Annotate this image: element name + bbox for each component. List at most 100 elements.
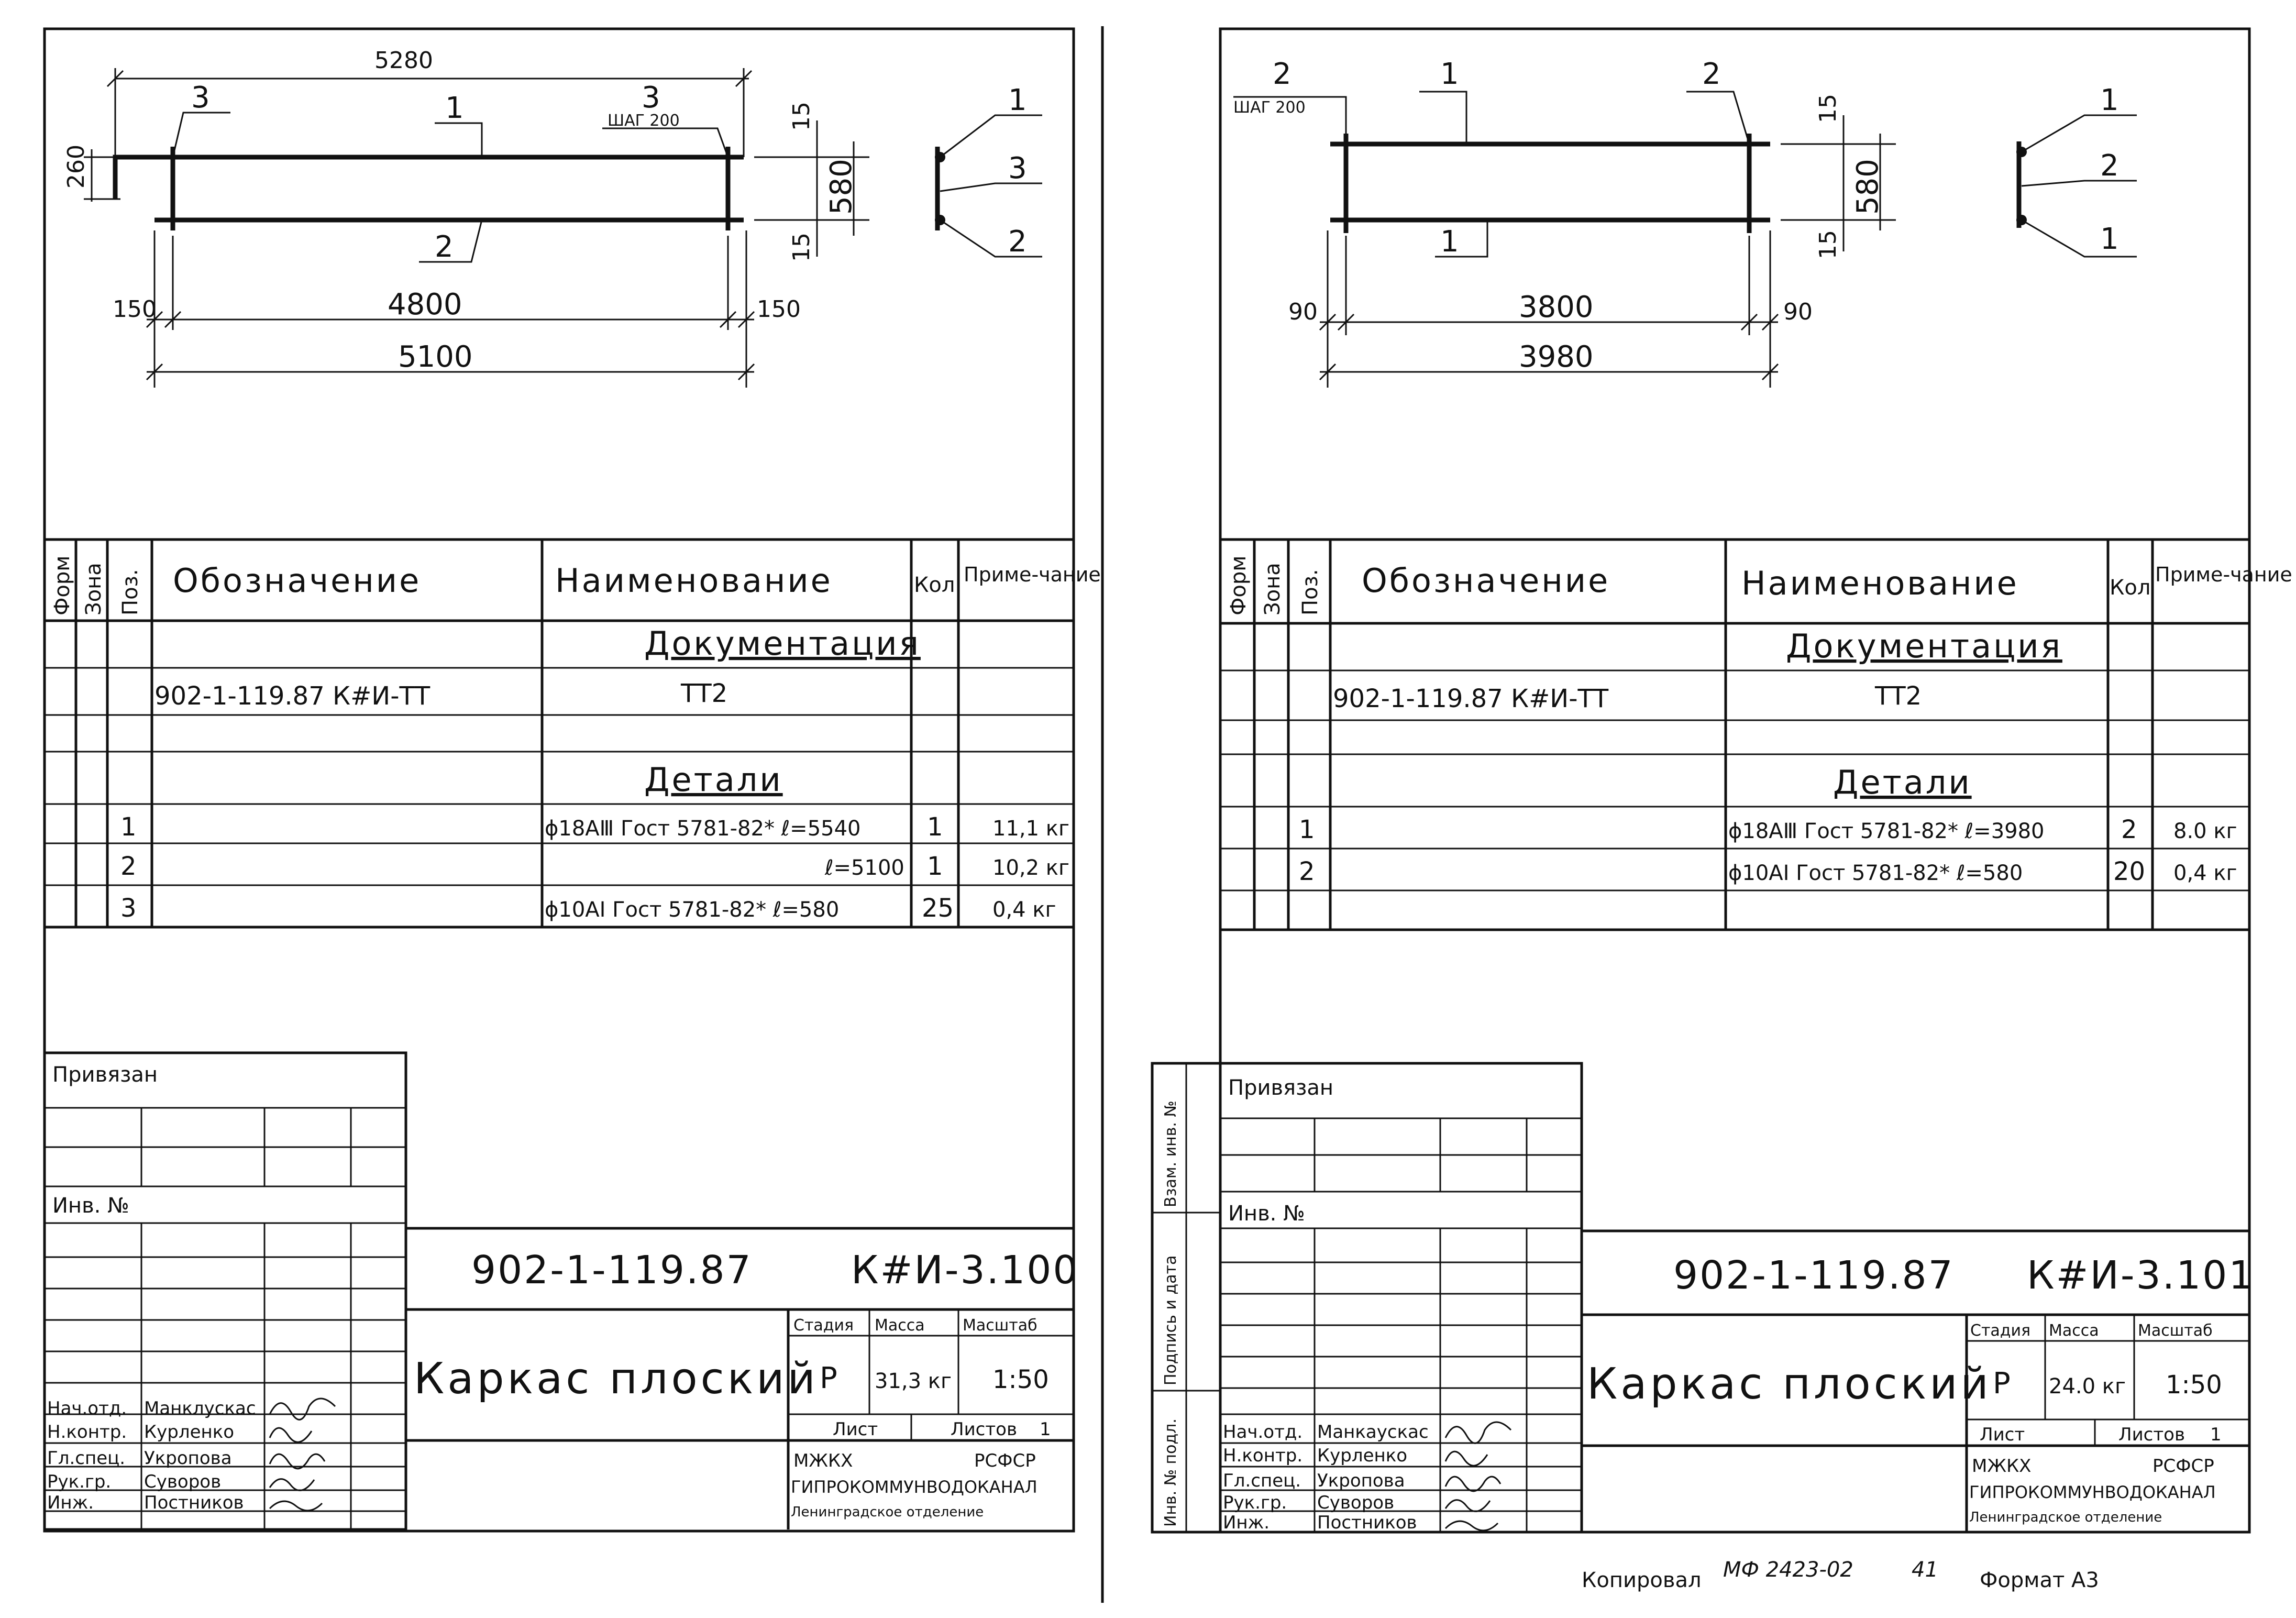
dim-right-top-gap: 15 bbox=[1815, 94, 1841, 123]
right-privyazan: Привязан bbox=[1228, 1076, 1333, 1100]
left-doc-code: 902-1-119.87 bbox=[471, 1248, 753, 1293]
side-stamp-vzam-inv: Взам. инв. № bbox=[1162, 1100, 1180, 1207]
right-side-stamp: Инв. № подл. Подпись и дата Взам. инв. № bbox=[1151, 1062, 1222, 1534]
th-left-designation: Обозначение bbox=[173, 562, 421, 600]
dim-left-end-left: 150 bbox=[113, 296, 157, 323]
right-stage-label: Стадия bbox=[1970, 1322, 2030, 1340]
right-org-3: ГИПРОКОММУНВОДОКАНАЛ bbox=[1969, 1482, 2216, 1502]
left-bar-top bbox=[113, 155, 744, 199]
dim-left-top-total: 5280 bbox=[374, 47, 433, 74]
left-signature-5 bbox=[269, 1500, 323, 1512]
row-left-2-note: 10,2 кг bbox=[992, 856, 1069, 880]
right-person-5-name: Постников bbox=[1317, 1512, 1417, 1533]
section-left-bot: 2 bbox=[1008, 225, 1027, 259]
left-section-view: 1 3 2 bbox=[935, 83, 1042, 259]
right-mass-label: Масса bbox=[2049, 1322, 2099, 1340]
row-left-3-pos: 3 bbox=[120, 894, 137, 923]
dim-right-end-left: 90 bbox=[1288, 299, 1318, 325]
left-signature-3 bbox=[269, 1453, 326, 1470]
right-scale-label: Масштаб bbox=[2138, 1322, 2213, 1340]
dim-left-end-right: 150 bbox=[757, 296, 801, 323]
row-right-1-pos: 1 bbox=[1299, 815, 1315, 844]
section-left-mid: 3 bbox=[1008, 151, 1027, 185]
callout-right-c: 2 bbox=[1702, 57, 1721, 91]
right-doc-mark: К#И-3.101 bbox=[2027, 1253, 2255, 1298]
left-title-block: Привязан Инв. № Нач.отд. Манклускас Н.ко… bbox=[43, 1051, 1077, 1531]
right-spec-table: Форм Зона Поз. Обозначение Наименование … bbox=[1220, 538, 2292, 931]
dim-right-inner: 3800 bbox=[1519, 290, 1594, 324]
callout-left-d: 2 bbox=[435, 230, 454, 264]
left-person-2-role: Н.контр. bbox=[47, 1422, 127, 1443]
row-right-2-note: 0,4 кг bbox=[2173, 861, 2237, 885]
left-org-3: ГИПРОКОММУНВОДОКАНАЛ bbox=[791, 1477, 1037, 1497]
row-right-1-note: 8.0 кг bbox=[2173, 819, 2237, 843]
dim-left-height: 260 bbox=[63, 145, 90, 189]
th-right-name: Наименование bbox=[1741, 564, 2019, 602]
th-left-form: Форм bbox=[50, 556, 74, 615]
right-stage: Р bbox=[1993, 1367, 2011, 1401]
dim-right-mid-height: 580 bbox=[1851, 159, 1885, 215]
right-sheets-count: 1 bbox=[2210, 1424, 2222, 1445]
left-stage-label: Стадия bbox=[793, 1316, 854, 1335]
dim-right-total: 3980 bbox=[1519, 340, 1594, 374]
row-right-2-qty: 20 bbox=[2113, 857, 2145, 886]
th-left-qty: Кол bbox=[914, 573, 955, 597]
left-inv-no: Инв. № bbox=[52, 1194, 129, 1218]
footer-copy-num: 41 bbox=[1912, 1558, 1938, 1582]
left-person-4-role: Рук.гр. bbox=[47, 1471, 111, 1492]
row-left-2-name: ℓ=5100 bbox=[824, 856, 904, 880]
section-right-top: 1 bbox=[2100, 83, 2119, 117]
page-footer: Копировал МФ 2423-02 41 Формат А3 bbox=[1582, 1558, 2099, 1592]
row-right-2-name: ϕ10АⅠ Гост 5781-82* ℓ=580 bbox=[1728, 861, 2023, 885]
left-person-4-name: Суворов bbox=[144, 1471, 221, 1492]
right-signature-5 bbox=[1444, 1520, 1499, 1532]
left-stage: Р bbox=[820, 1361, 837, 1395]
left-sheets-count: 1 bbox=[1040, 1419, 1051, 1440]
footer-format: Формат А3 bbox=[1980, 1568, 2099, 1592]
callout-right-a-note: ШАГ 200 bbox=[1233, 98, 1306, 117]
dim-right-bottom-gap: 15 bbox=[1815, 230, 1841, 259]
left-person-3-name: Укропова bbox=[144, 1448, 232, 1469]
row-left-2-qty: 1 bbox=[927, 852, 943, 881]
left-privyazan: Привязан bbox=[52, 1063, 158, 1087]
left-person-2-name: Курленко bbox=[144, 1422, 234, 1443]
right-person-3-name: Укропова bbox=[1317, 1470, 1405, 1491]
row-left-1-pos: 1 bbox=[120, 812, 137, 842]
row-right-1-name: ϕ18АⅢ Гост 5781-82* ℓ=3980 bbox=[1728, 819, 2045, 843]
th-right-note: Приме-чание bbox=[2155, 563, 2292, 586]
th-right-pos: Поз. bbox=[1298, 569, 1322, 615]
left-person-1-name: Манклускас bbox=[144, 1398, 256, 1419]
th-left-note: Приме-чание bbox=[964, 563, 1101, 586]
footer-copy-id: МФ 2423-02 bbox=[1723, 1558, 1853, 1582]
sheet-left: 5280 260 15 580 15 3 1 3 ШАГ 200 2 bbox=[43, 27, 1101, 1533]
row-left-3-qty: 25 bbox=[922, 894, 954, 923]
right-drawing-title: Каркас плоский bbox=[1587, 1359, 1992, 1409]
section-right-bot: 1 bbox=[2100, 222, 2119, 256]
left-sheet-label: Лист bbox=[833, 1419, 878, 1440]
dim-left-top-gap: 15 bbox=[788, 102, 815, 131]
dim-left-bottom-gap: 15 bbox=[788, 233, 815, 262]
left-scale-label: Масштаб bbox=[963, 1316, 1037, 1335]
right-frame bbox=[1219, 27, 2251, 1534]
right-inv-no: Инв. № bbox=[1228, 1202, 1305, 1226]
right-signature-4 bbox=[1444, 1499, 1491, 1512]
left-mass-label: Масса bbox=[875, 1316, 925, 1335]
row-left-2-pos: 2 bbox=[120, 852, 137, 881]
left-signature-2 bbox=[269, 1427, 313, 1443]
right-doc-code: 902-1-119.87 bbox=[1673, 1253, 1955, 1298]
right-person-2-role: Н.контр. bbox=[1223, 1445, 1302, 1466]
th-right-zone: Зона bbox=[1261, 563, 1285, 615]
right-org-1: МЖКХ bbox=[1972, 1456, 2031, 1477]
left-drawing-title: Каркас плоский bbox=[414, 1354, 819, 1404]
row-left-doc-header: Документация bbox=[644, 624, 921, 663]
left-person-1-role: Нач.отд. bbox=[47, 1398, 127, 1419]
callout-left-c: 3 bbox=[642, 81, 660, 115]
th-left-name: Наименование bbox=[555, 562, 833, 600]
left-person-5-role: Инж. bbox=[47, 1492, 94, 1513]
th-right-form: Форм bbox=[1227, 556, 1251, 615]
section-right-mid: 2 bbox=[2100, 149, 2119, 183]
callout-right-b: 1 bbox=[1440, 57, 1459, 91]
row-right-doc-designation: 902-1-119.87 К#И-ТТ bbox=[1333, 684, 1609, 713]
right-person-5-role: Инж. bbox=[1223, 1512, 1270, 1533]
